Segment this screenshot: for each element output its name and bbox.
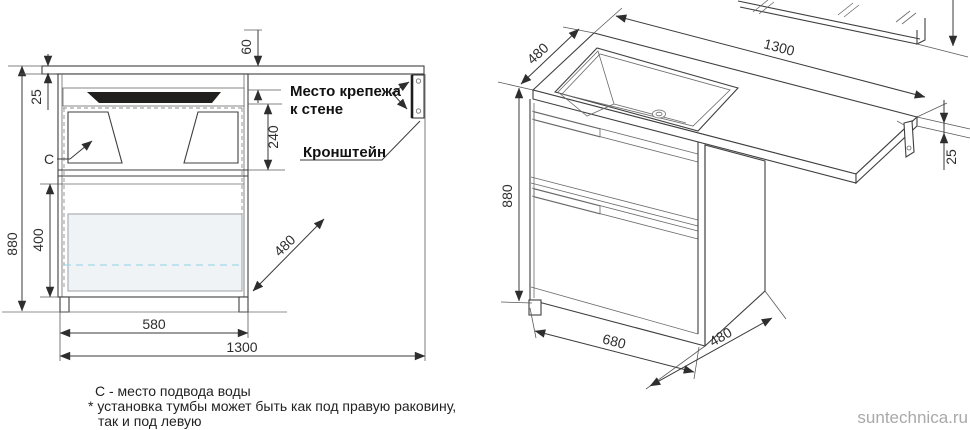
wall-bracket-iso: [896, 120, 915, 158]
screw-hole-bottom: [415, 108, 422, 114]
dim-1300: 1300: [59, 74, 426, 361]
dim-25-label: 25: [28, 89, 44, 105]
cabinet-right-edges: [697, 142, 706, 346]
groove-1-handle: [533, 111, 601, 138]
dim-60: 60: [238, 29, 281, 103]
iso-dim-480-top-label: 480: [524, 39, 552, 67]
iso-dim-25-label: 25: [943, 149, 959, 165]
divider-band: [58, 169, 248, 177]
dim-580-label: 580: [142, 316, 166, 332]
mount-label-line1: Место крепежа: [290, 83, 401, 100]
dim-1300-label: 1300: [226, 339, 257, 355]
screw-hole-top: [415, 78, 422, 84]
iso-view: 480 1300 25 880 680: [497, 0, 970, 390]
note-line-1: С - место подвода воды: [95, 383, 251, 399]
sink-silhouette: [87, 92, 221, 103]
dim-400: 400: [30, 183, 62, 298]
drain-inner: [655, 111, 663, 117]
dim-580: 580: [59, 312, 249, 361]
bracket-leader: [300, 120, 421, 161]
dim-880: 880: [4, 65, 42, 312]
countertop-front: [41, 65, 425, 75]
dim-480-depth: 480: [252, 218, 325, 292]
drain: [652, 109, 666, 119]
c-leader-arrow: [69, 140, 93, 160]
iso-dim-1300-label: 1300: [762, 35, 796, 58]
iso-dim-680-label: 680: [601, 330, 628, 351]
wall-bracket: [410, 74, 425, 119]
watermark: suntechnica.ru: [857, 408, 968, 427]
dim-60-label: 60: [238, 39, 254, 55]
leg-right: [238, 296, 249, 313]
bracket-screw-iso: [906, 145, 912, 151]
iso-dim-880-label: 880: [499, 184, 515, 208]
sink-support-left: [67, 111, 123, 164]
mount-leader-top: [391, 81, 410, 94]
front-view: С Место крепежа к стене Кронштейн 880: [2, 29, 456, 429]
bracket-label: Кронштейн: [303, 144, 386, 161]
notes: С - место подвода воды * установка тумбы…: [88, 383, 456, 429]
groove-1: [531, 110, 699, 163]
dim-240: 240: [248, 103, 285, 171]
dim-480-depth-label: 480: [271, 231, 299, 259]
mirror-hatch: [752, 0, 917, 25]
drawer-front-panel: [67, 213, 243, 292]
dim-25: 25: [20, 54, 56, 110]
iso-dim-25: 25: [916, 100, 970, 170]
iso-dim-1300: 1300: [593, 7, 948, 118]
basin-floor-edge: [613, 103, 687, 124]
leg-front-iso: [528, 299, 542, 316]
groove-2: [531, 187, 699, 240]
mount-label-line2: к стене: [290, 101, 343, 118]
iso-dim-480-bottom-label: 480: [706, 324, 734, 350]
interior-dash-sides: [63, 108, 243, 290]
mount-leader-bottom: [391, 92, 408, 110]
dim-880-label: 880: [4, 232, 20, 256]
note-line-3: так и под левую: [98, 413, 201, 429]
note-line-2: * установка тумбы может быть как под пра…: [88, 398, 456, 414]
bracket-plate-iso: [903, 120, 915, 158]
leg-left: [59, 296, 70, 313]
groove-2-handle: [533, 188, 601, 215]
dim-400-label: 400: [30, 228, 46, 252]
mirror-ext-line: [916, 43, 969, 58]
sink-support-right: [183, 111, 239, 164]
drawer-divider: [530, 176, 699, 227]
side-panel: [704, 144, 766, 348]
dim-240-label: 240: [265, 125, 281, 149]
base-top-edge: [530, 286, 699, 335]
iso-dim-880: 880: [499, 87, 533, 304]
iso-dim-680: 680: [529, 307, 700, 380]
iso-dim-480-bottom: 480: [645, 290, 787, 390]
c-label: С: [44, 151, 54, 167]
cabinet-side-walls: [61, 74, 245, 297]
